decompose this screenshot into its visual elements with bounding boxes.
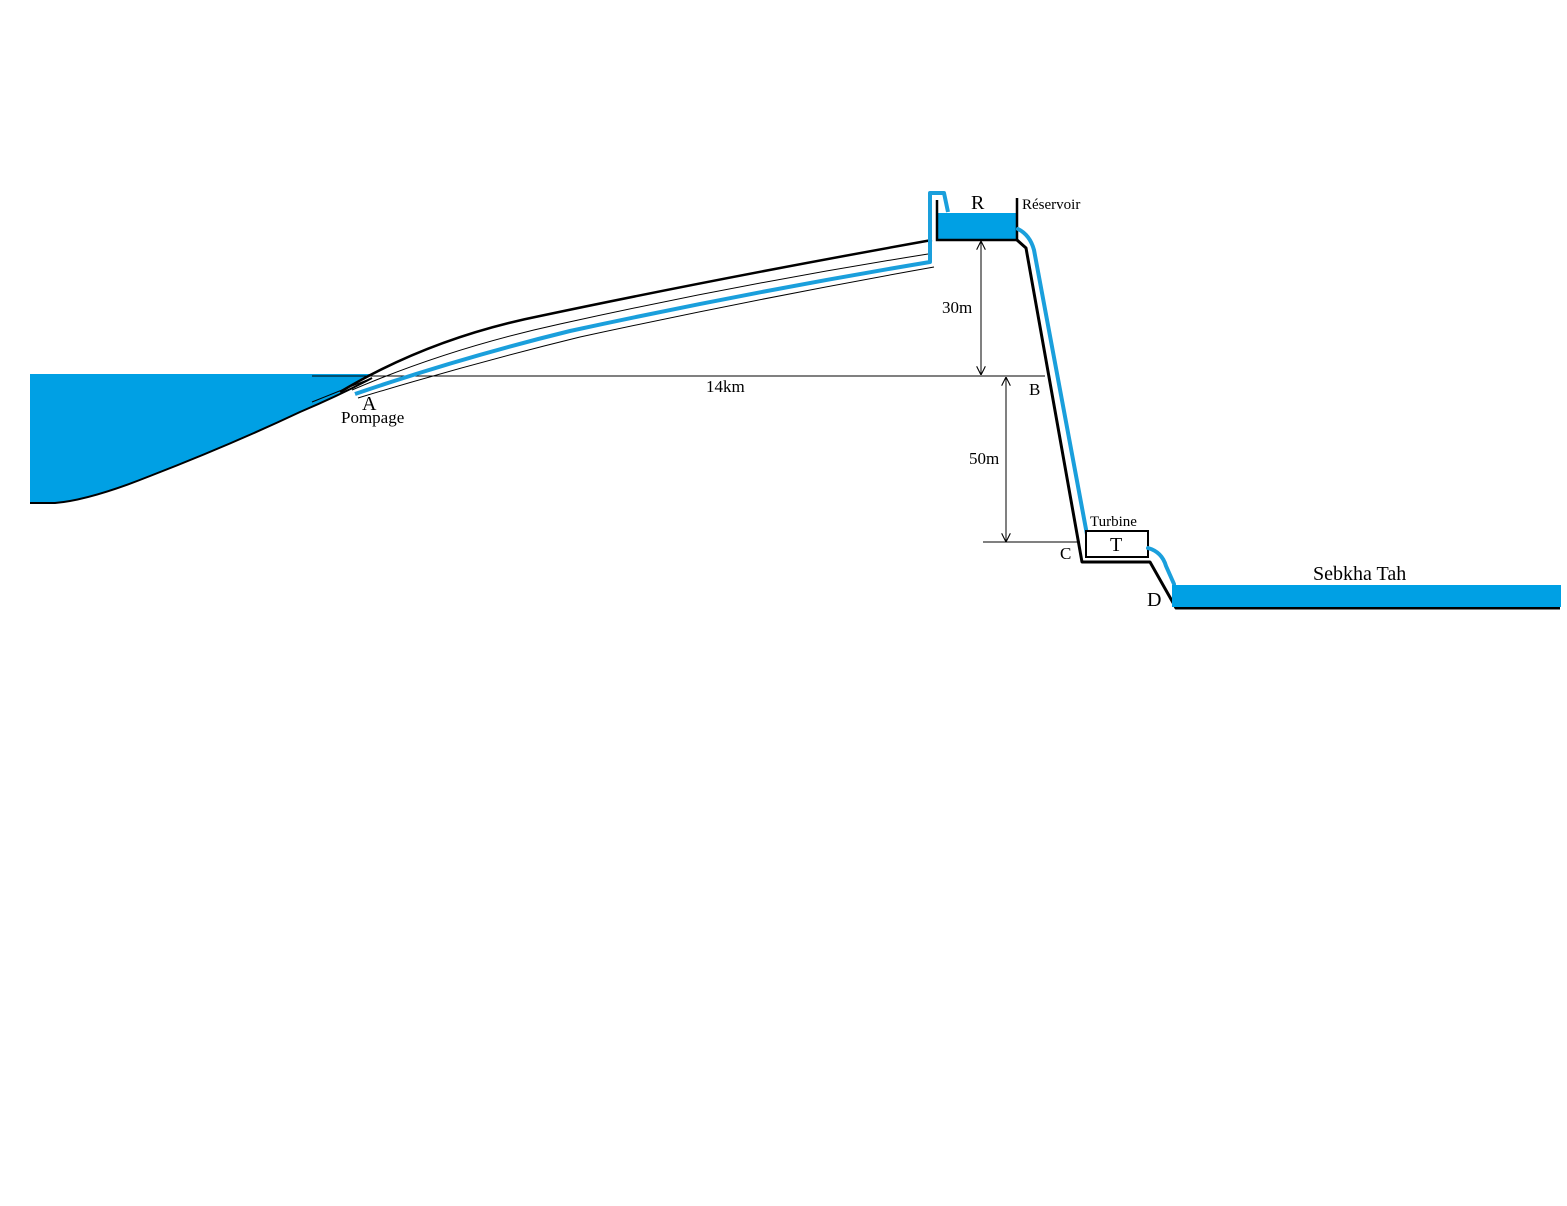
sebkha-tah-lake bbox=[1172, 585, 1561, 607]
label-turbine: Turbine bbox=[1090, 514, 1137, 530]
source-lake bbox=[30, 374, 372, 503]
ground-profile-hill bbox=[339, 238, 933, 394]
pipeline-lower-edge bbox=[357, 266, 935, 399]
reservoir-water bbox=[937, 213, 1017, 240]
label-point-c: C bbox=[1060, 544, 1071, 563]
outflow-water bbox=[1146, 546, 1176, 586]
label-turbine-symbol: T bbox=[1110, 534, 1122, 556]
label-height-30m: 30m bbox=[942, 298, 972, 317]
penstock-water bbox=[1016, 227, 1090, 542]
pipeline-upper-edge bbox=[351, 253, 929, 391]
label-pumping: Pompage bbox=[341, 408, 404, 427]
pipeline-water bbox=[354, 191, 950, 396]
label-point-a: A bbox=[362, 393, 377, 415]
reservoir-walls bbox=[935, 198, 1019, 242]
label-sebkha-tah: Sebkha Tah bbox=[1313, 563, 1406, 585]
label-height-50m: 50m bbox=[969, 449, 999, 468]
label-point-d: D bbox=[1147, 589, 1161, 611]
label-reservoir: Réservoir bbox=[1022, 197, 1080, 213]
source-lake-bed bbox=[30, 377, 373, 504]
label-point-b: B bbox=[1029, 380, 1040, 399]
label-distance-14km: 14km bbox=[706, 377, 745, 396]
ground-profile-slope bbox=[1016, 238, 1560, 610]
turbine-box bbox=[1085, 530, 1149, 558]
label-point-r: R bbox=[971, 192, 985, 214]
